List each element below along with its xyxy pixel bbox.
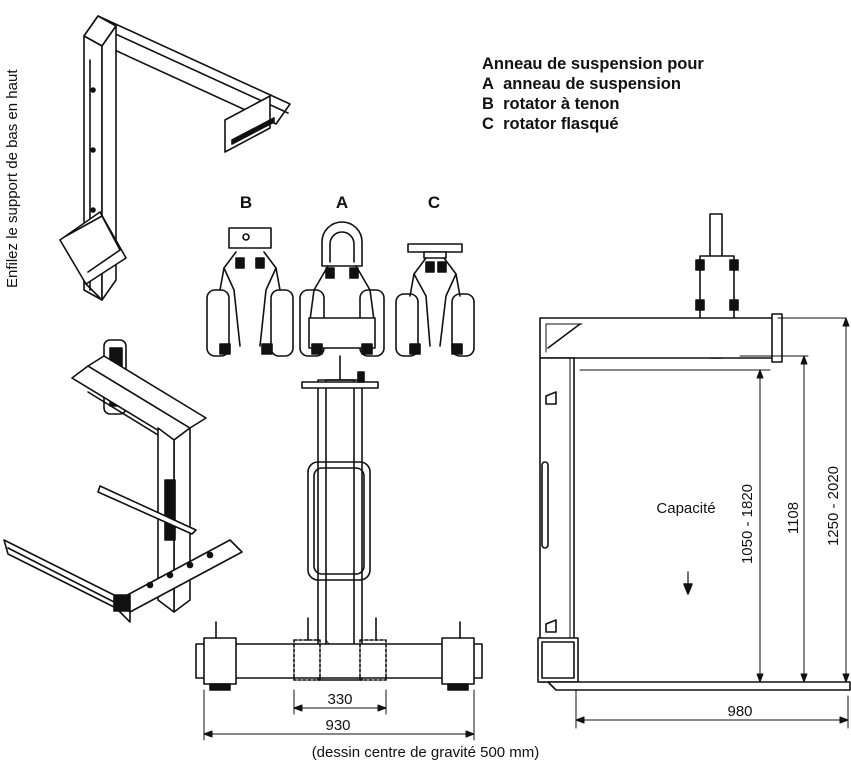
dim-height-range-1: 1050 - 1820 (739, 484, 756, 564)
view-letter-b: B (240, 193, 252, 212)
view-letter-c: C (428, 193, 440, 212)
view-letter-a: A (336, 193, 348, 212)
caption: (dessin centre de gravité 500 mm) (311, 744, 540, 761)
legend-item-a: A anneau de suspension (482, 75, 681, 93)
dim-fork-length: 980 (727, 703, 752, 720)
attachment-b-drawing (206, 227, 294, 357)
attachment-a-drawing (299, 221, 385, 357)
dim-height-fixed: 1108 (785, 502, 802, 534)
capacity-label: Capacité (656, 500, 715, 517)
legend-item-c: C rotator flasqué (482, 115, 619, 133)
dim-outer-width: 930 (325, 717, 350, 734)
legend: Anneau de suspension pour A anneau de su… (482, 54, 704, 134)
front-dimensions (203, 689, 475, 741)
iso-fork-assembly-drawing (3, 339, 243, 623)
front-view-drawing (195, 355, 483, 691)
attachment-c-drawing (395, 243, 475, 357)
legend-item-b: B rotator à tenon (482, 95, 620, 113)
iso-support-drawing (59, 15, 291, 301)
dim-height-range-2: 1250 - 2020 (825, 466, 842, 546)
legend-title: Anneau de suspension pour (482, 55, 704, 73)
dim-inner-width: 330 (327, 691, 352, 708)
side-view-drawing (537, 213, 851, 691)
side-dimensions (575, 317, 850, 729)
